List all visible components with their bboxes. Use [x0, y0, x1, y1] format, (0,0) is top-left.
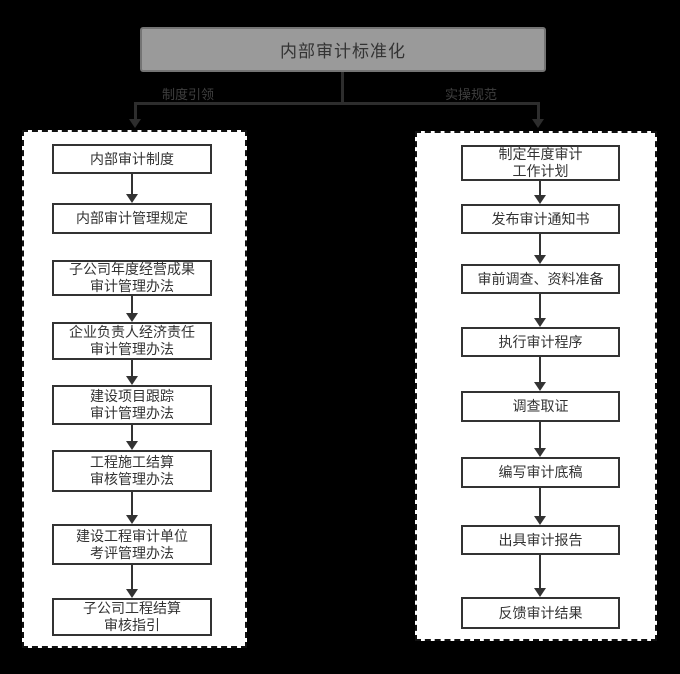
arrow-right-3-4	[534, 294, 546, 327]
flow-node-right-7: 出具审计报告	[461, 525, 620, 555]
flow-node-left-8: 子公司工程结算 审核指引	[52, 598, 212, 636]
flow-node-left-6: 工程施工结算 审核管理办法	[52, 450, 212, 492]
arrow-left-3-4	[126, 296, 138, 322]
flow-node-right-4: 执行审计程序	[461, 327, 620, 357]
arrow-right-6-7	[534, 488, 546, 525]
flow-node-left-7: 建设工程审计单位 考评管理办法	[52, 524, 212, 565]
arrow-left-6-7	[126, 492, 138, 524]
arrow-right-1-2	[534, 181, 546, 204]
flow-node-right-2: 发布审计通知书	[461, 204, 620, 234]
root-node-label: 内部审计标准化	[280, 42, 406, 61]
left-group-institutions: 内部审计制度 内部审计管理规定 子公司年度经营成果 审计管理办法 企业负责人经济…	[22, 130, 247, 648]
arrow-left-4-5	[126, 360, 138, 385]
flow-node-left-5: 建设项目跟踪 审计管理办法	[52, 385, 212, 425]
root-node: 内部审计标准化	[140, 27, 546, 72]
connector-right-drop	[537, 102, 540, 120]
flow-node-right-8: 反馈审计结果	[461, 597, 620, 629]
arrow-left-7-8	[126, 565, 138, 598]
flow-node-left-2: 内部审计管理规定	[52, 203, 212, 234]
connector-branch-bar	[134, 102, 540, 105]
arrowhead-right-icon	[532, 119, 544, 128]
connector-left-drop	[134, 102, 137, 120]
arrow-right-5-6	[534, 422, 546, 457]
branch-label-left: 制度引领	[161, 87, 214, 102]
arrowhead-left-icon	[129, 119, 141, 128]
arrow-right-4-5	[534, 357, 546, 391]
flow-node-right-5: 调查取证	[461, 391, 620, 422]
branch-label-right: 实操规范	[444, 87, 497, 102]
flow-node-left-1: 内部审计制度	[52, 144, 212, 174]
flow-node-left-4: 企业负责人经济责任 审计管理办法	[52, 322, 212, 360]
flow-node-right-1: 制定年度审计 工作计划	[461, 145, 620, 181]
flow-node-left-3: 子公司年度经营成果 审计管理办法	[52, 260, 212, 296]
flow-node-right-3: 审前调查、资料准备	[461, 264, 620, 294]
arrow-left-1-2	[126, 174, 138, 203]
connector-root-stem	[341, 72, 344, 103]
right-group-process: 制定年度审计 工作计划 发布审计通知书 审前调查、资料准备 执行审计程序 调查取…	[415, 131, 657, 641]
arrow-right-2-3	[534, 234, 546, 264]
flow-node-right-6: 编写审计底稿	[461, 457, 620, 488]
arrow-right-7-8	[534, 555, 546, 597]
arrow-left-5-6	[126, 425, 138, 450]
